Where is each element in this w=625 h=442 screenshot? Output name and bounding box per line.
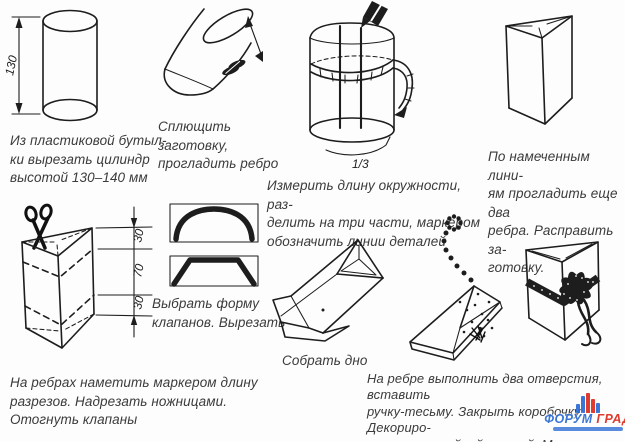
step7-caption: Собрать дно	[282, 353, 368, 368]
step5-caption: На ребрах наметить маркером длину разрез…	[10, 375, 258, 427]
watermark-strip	[553, 427, 623, 431]
press-arrow-icon	[245, 16, 263, 62]
step7-bottom-assembly-drawing	[272, 239, 384, 342]
forum-grad-watermark: ФОРУМ ГРАД	[544, 393, 625, 441]
chain-handle	[441, 214, 474, 283]
marker-icon	[361, 1, 388, 28]
dots-decor	[458, 292, 494, 338]
box-with-chain	[409, 214, 503, 361]
step3-measuring-drawing: 1/3	[309, 1, 415, 171]
ribbon-bow	[559, 271, 602, 347]
cylinder-shape	[309, 22, 395, 143]
height-dimension: 130	[4, 16, 41, 115]
step6-caption: Выбрать форму клапанов. Вырезать	[152, 296, 286, 330]
clip-icon	[222, 59, 246, 76]
step4-caption: По намеченным лини- ям прогладить еще дв…	[488, 149, 618, 275]
measuring-tape	[310, 55, 415, 118]
dim-label-30-bottom: 30	[130, 294, 147, 310]
watermark-skyline-icon	[576, 393, 600, 413]
watermark-text: ФОРУМ ГРАД	[544, 413, 625, 426]
step4-prism-drawing	[505, 15, 573, 125]
step6-flap-shapes-drawing	[169, 203, 259, 287]
prism-with-folds	[21, 227, 95, 349]
cut-dimensions: 30 70 30	[95, 206, 153, 338]
trapezoid-flap	[171, 257, 257, 287]
step5-cutting-drawing: 30 70 30	[21, 203, 153, 349]
step8-finished-boxes-drawing	[409, 214, 602, 361]
step2-caption: Сплющить заготовку, прогладить ребро	[158, 119, 279, 171]
dim-label-70: 70	[130, 262, 147, 278]
watermark-word-grad: ГРАД	[596, 412, 625, 426]
step3-caption: Измерить длину окружности, раз- делить н…	[267, 178, 480, 249]
step1-cylinder-drawing: 130	[4, 9, 98, 122]
dim-label-30-top: 30	[130, 227, 147, 243]
one-third-label: 1/3	[352, 157, 369, 171]
step8-caption: На ребре выполнить два отверстия, встави…	[367, 371, 603, 442]
watermark-word-forum: ФОРУМ	[544, 412, 593, 426]
step1-caption: Из пластиковой бутыл- ки вырезать цилинд…	[10, 133, 167, 185]
sprig-decor	[469, 325, 486, 343]
marker-lines	[338, 24, 363, 130]
scissors-icon	[24, 203, 53, 250]
box-with-ribbon	[525, 241, 602, 347]
one-third-bracket: 1/3	[325, 136, 391, 171]
arch-flap	[173, 206, 255, 242]
dim-label-130: 130	[4, 54, 20, 77]
step2-flattened-blank-drawing	[163, 8, 263, 96]
cylinder-shape	[42, 9, 98, 122]
